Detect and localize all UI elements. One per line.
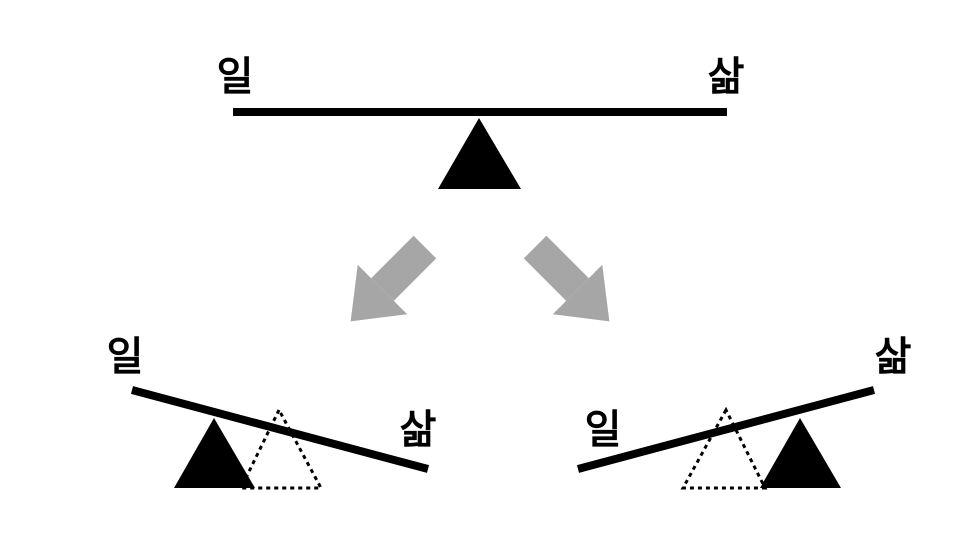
bottom-left-scale: 일 삶	[107, 334, 437, 490]
bottom-right-scale: 일 삶	[576, 334, 912, 490]
bottom-right-beam	[576, 386, 876, 473]
arrow-down-right-icon	[523, 235, 610, 322]
bottom-left-work-label: 일	[107, 334, 144, 380]
bottom-right-dotted-fulcrum	[680, 406, 768, 490]
top-balanced-scale: 일 삶	[217, 54, 745, 189]
bottom-right-life-label: 삶	[875, 334, 912, 380]
bottom-right-work-label: 일	[585, 407, 622, 453]
arrows	[350, 235, 610, 322]
bottom-left-fulcrum	[174, 418, 255, 488]
top-left-label: 일	[217, 54, 254, 100]
bottom-right-fulcrum	[760, 418, 841, 488]
arrow-down-left-icon	[350, 235, 437, 322]
bottom-left-life-label: 삶	[400, 407, 437, 453]
top-fulcrum	[438, 118, 521, 189]
top-right-label: 삶	[708, 54, 745, 100]
bottom-left-dotted-fulcrum	[238, 406, 324, 490]
bottom-left-beam	[130, 386, 430, 473]
